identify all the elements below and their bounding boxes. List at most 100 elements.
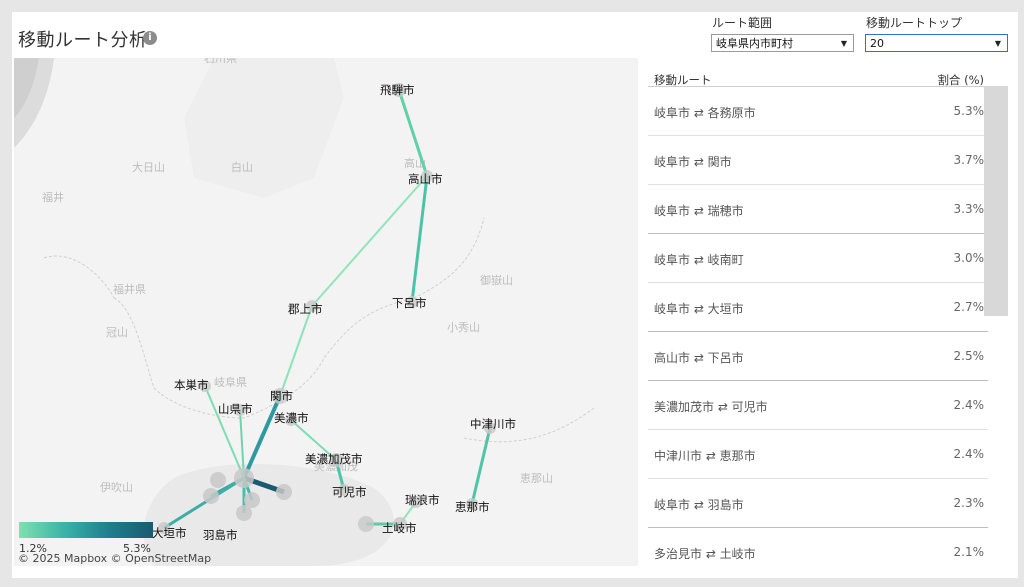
info-icon[interactable]: i [143, 31, 157, 45]
base-label: 伊吹山 [100, 481, 133, 494]
prefecture-border-west [43, 255, 115, 299]
route-line[interactable] [290, 419, 337, 461]
place-label: 中津川市 [470, 417, 516, 431]
city-marker[interactable] [406, 296, 418, 308]
city-marker[interactable] [276, 484, 292, 500]
route-scope-select[interactable]: 岐阜県内市町村 ▼ [711, 34, 854, 52]
base-label: 恵那山 [520, 471, 553, 485]
base-label: 福井 [42, 190, 64, 204]
city-marker[interactable] [329, 453, 343, 467]
city-marker[interactable] [484, 422, 496, 434]
route-line[interactable] [279, 305, 313, 397]
place-label: 美濃加茂市 [305, 452, 363, 466]
city-marker[interactable] [210, 472, 226, 488]
place-label: 飛騨市 [380, 83, 415, 97]
route-cell: 岐阜市 ⇄ 瑞穂市 [654, 204, 744, 218]
pct-cell: 2.1% [953, 545, 985, 559]
city-marker[interactable] [338, 484, 350, 496]
route-cell: 岐阜市 ⇄ 大垣市 [654, 302, 744, 316]
prefecture-border [113, 217, 485, 419]
city-marker[interactable] [199, 380, 211, 392]
route-line[interactable] [239, 409, 245, 479]
route-top-label: 移動ルートトップ [866, 16, 963, 30]
city-marker[interactable] [236, 505, 252, 521]
city-marker[interactable] [285, 414, 297, 426]
header-divider [648, 86, 988, 87]
pct-cell: 2.3% [953, 496, 985, 510]
route-cell: 多治見市 ⇄ 土岐市 [654, 547, 756, 561]
pct-cell: 2.5% [953, 349, 985, 363]
pct-cell: 3.3% [953, 202, 985, 216]
route-cell: 美濃加茂市 ⇄ 可児市 [654, 400, 768, 414]
table-row[interactable]: 岐阜市 ⇄ 瑞穂市 3.3% [648, 185, 988, 234]
base-label: 大日山 [132, 160, 165, 174]
route-map[interactable]: 石川県 大日山 白山 福井 福井県 冠山 岐阜県 御嶽山 小秀山 伊吹山 恵那山… [14, 58, 638, 566]
table-scrollbar[interactable] [984, 86, 1008, 316]
city-marker[interactable] [466, 498, 478, 510]
map-canvas[interactable]: 石川県 大日山 白山 福井 福井県 冠山 岐阜県 御嶽山 小秀山 伊吹山 恵那山… [14, 58, 638, 566]
city-marker[interactable] [393, 517, 407, 531]
base-label: 石川県 [204, 58, 237, 65]
table-row[interactable]: 多治見市 ⇄ 土岐市 2.1% [648, 528, 988, 573]
chevron-down-icon: ▼ [840, 39, 847, 48]
route-scope-value: 岐阜県内市町村 [716, 37, 793, 50]
sea-area-dark [14, 58, 39, 118]
pct-column-header[interactable]: 割合 (%) [937, 73, 984, 87]
route-top-select[interactable]: 20 ▼ [865, 34, 1008, 52]
route-top-value: 20 [870, 37, 884, 50]
place-label: 山県市 [218, 402, 253, 416]
chevron-down-icon: ▼ [994, 39, 1001, 48]
base-label: 白山 [231, 160, 253, 174]
plain-area [143, 464, 394, 566]
city-marker[interactable] [410, 496, 422, 508]
route-cell: 岐阜市 ⇄ 岐南町 [654, 253, 744, 267]
base-label: 岐阜県 [214, 376, 247, 389]
route-cell: 岐阜市 ⇄ 羽島市 [654, 498, 744, 512]
city-marker[interactable] [158, 522, 170, 534]
route-line[interactable] [163, 476, 245, 530]
place-label: 羽島市 [203, 528, 238, 542]
city-marker[interactable] [203, 488, 219, 504]
city-marker[interactable] [421, 170, 433, 182]
city-marker[interactable] [244, 492, 260, 508]
map-attribution[interactable]: © 2025 Mapbox © OpenStreetMap [18, 552, 212, 565]
city-marker[interactable] [358, 516, 374, 532]
legend-min: 1.2% [19, 542, 47, 555]
route-column-header[interactable]: 移動ルート [654, 73, 712, 87]
base-label: 小秀山 [447, 321, 480, 334]
pct-cell: 3.7% [953, 153, 985, 167]
route-scope-label: ルート範囲 [712, 16, 773, 30]
route-cell: 中津川市 ⇄ 恵那市 [654, 449, 756, 463]
terrain-area [184, 58, 344, 198]
pct-cell: 5.3% [953, 104, 985, 118]
place-label: 可児市 [332, 485, 367, 499]
table-row[interactable]: 岐阜市 ⇄ 羽島市 2.3% [648, 479, 988, 528]
route-line[interactable] [397, 89, 429, 177]
pct-cell: 2.4% [953, 447, 985, 461]
route-line[interactable] [242, 395, 282, 479]
place-label: 下呂市 [392, 296, 427, 310]
route-line[interactable] [410, 175, 429, 303]
place-label: 郡上市 [288, 302, 323, 316]
city-marker[interactable] [306, 300, 318, 312]
route-line[interactable] [204, 385, 245, 479]
route-cell: 岐阜市 ⇄ 各務原市 [654, 106, 756, 120]
route-line[interactable] [311, 175, 428, 307]
table-row[interactable]: 岐阜市 ⇄ 各務原市 5.3% [648, 87, 988, 136]
city-marker[interactable] [234, 468, 254, 488]
city-marker[interactable] [234, 404, 246, 416]
table-row[interactable]: 中津川市 ⇄ 恵那市 2.4% [648, 430, 988, 479]
route-line[interactable] [470, 427, 492, 505]
place-label: 瑞浪市 [405, 493, 440, 507]
prefecture-border-east [463, 407, 595, 443]
place-label: 関市 [270, 389, 293, 403]
city-marker[interactable] [392, 83, 406, 97]
city-marker[interactable] [272, 388, 288, 404]
